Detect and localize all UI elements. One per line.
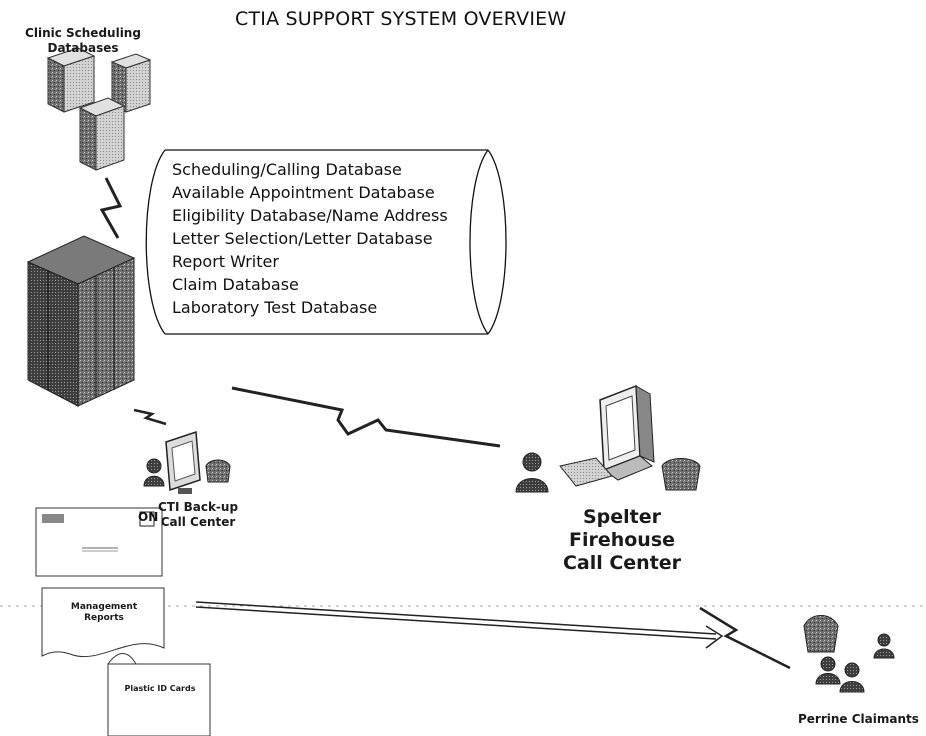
- database-item: Eligibility Database/Name Address: [172, 206, 448, 225]
- clinic-label-line-2: Databases: [47, 41, 119, 55]
- link-main-backup: [133, 408, 167, 426]
- link-clinic-main: [99, 177, 123, 239]
- database-item: Letter Selection/Letter Database: [172, 229, 433, 248]
- letter-document: [35, 507, 163, 577]
- database-list: Scheduling/Calling Database Available Ap…: [172, 158, 448, 319]
- backup-label-line-2: Call Center: [160, 515, 236, 529]
- firehouse-label-line-2: Firehouse: [568, 528, 676, 551]
- firehouse-label-line-1: Spelter: [582, 506, 662, 528]
- clinic-databases-label: Clinic Scheduling Databases: [4, 26, 162, 56]
- reports-label-line-1: Management: [70, 602, 138, 612]
- database-item: Report Writer: [172, 252, 279, 271]
- management-reports-document: [41, 587, 165, 658]
- main-server-icon: [26, 235, 136, 407]
- clinic-servers-icon: [46, 47, 152, 171]
- backup-call-center-label: CTI Back-up Call Center: [148, 500, 248, 530]
- database-cylinder: [145, 149, 507, 335]
- clinic-label-line-1: Clinic Scheduling: [25, 26, 141, 40]
- firehouse-call-center-icon: [515, 384, 701, 493]
- id-card-label: Plastic ID Cards: [124, 684, 196, 693]
- backup-call-center-icon: [143, 430, 231, 494]
- firehouse-label-line-3: Call Center: [562, 551, 682, 574]
- backup-label-line-1: CTI Back-up: [157, 500, 239, 514]
- mail-arrow: [195, 601, 724, 649]
- database-item: Scheduling/Calling Database: [172, 160, 402, 179]
- link-main-firehouse: [231, 386, 501, 448]
- firehouse-call-center-label: Spelter Firehouse Call Center: [552, 506, 692, 574]
- database-item: Claim Database: [172, 275, 299, 294]
- claimants-icon: [803, 615, 895, 693]
- letter-logo: ON: [138, 510, 159, 524]
- page-title: CTIA SUPPORT SYSTEM OVERVIEW: [235, 8, 567, 30]
- database-item: Available Appointment Database: [172, 183, 435, 202]
- id-card-document: [107, 653, 211, 736]
- database-item: Laboratory Test Database: [172, 298, 378, 317]
- link-firehouse-claimants: [699, 606, 791, 670]
- claimants-label: Perrine Claimants: [798, 712, 919, 726]
- reports-label-line-2: Reports: [84, 613, 124, 624]
- management-reports-label: Management Reports: [52, 602, 156, 625]
